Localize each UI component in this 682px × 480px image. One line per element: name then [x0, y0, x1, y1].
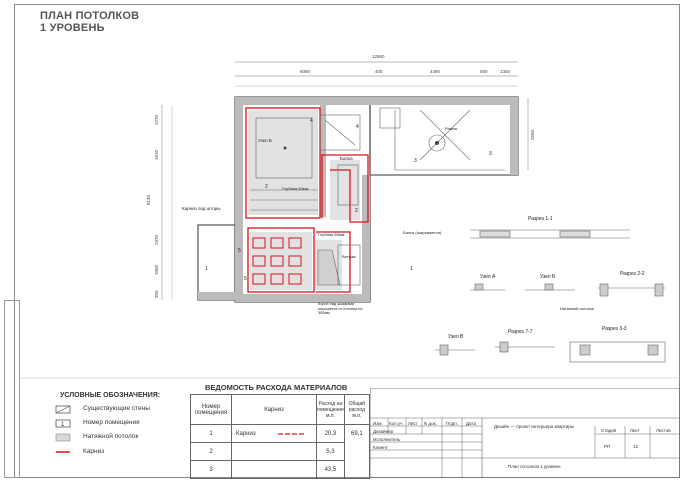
ved-header-rashod: Расход на помещение м.п. — [316, 394, 345, 425]
stamp-sheets-label: Листов — [656, 428, 671, 433]
legend-room-no-symbol: 1 — [61, 422, 65, 428]
uzel-v-title: Узел В — [448, 334, 464, 340]
legend-title: УСЛОВНЫЕ ОБОЗНАЧЕНИЯ: — [60, 392, 161, 399]
dim-1350: 1350 — [500, 69, 511, 74]
stamp-stage-value: РП — [604, 444, 611, 449]
ved-row2-name — [231, 442, 317, 461]
ved-header-karniz: Карниз — [231, 394, 317, 425]
dim-overall: 12860 — [372, 54, 385, 59]
label-depth2: Глубина 60мм — [318, 232, 345, 237]
legend-karniz-label: Карниз — [83, 448, 105, 455]
ved-row3-no: 3 — [190, 460, 232, 479]
mark-4a: 4 — [310, 118, 313, 124]
section-2-2-title: Разрез 2-2 — [620, 271, 645, 277]
uzel-b-title: Узел Б — [540, 274, 556, 280]
mark-3a: 3 — [489, 151, 492, 157]
sheet-title-line2: 1 УРОВЕНЬ — [40, 22, 105, 34]
stamp-sheet-label: Лист — [630, 428, 640, 433]
legend-symbols: 1 — [55, 405, 71, 453]
stamp-sheet-value: 12 — [633, 444, 639, 449]
stamp-col-list: Лист — [408, 421, 418, 426]
dim-6080: 6080 — [300, 69, 311, 74]
label-karniz-shtory: Карниз под шторы — [182, 206, 221, 211]
ved-karniz-swatch — [278, 433, 304, 435]
ved-row1-rashod: 20,3 — [316, 424, 345, 443]
dim-4480: 4480 — [430, 69, 441, 74]
stamp-stage-label: Стадия — [601, 428, 617, 433]
ved-row2-no: 2 — [190, 442, 232, 461]
legend-room-no-swatch — [55, 419, 71, 428]
ved-header-room: Номер помещения — [190, 394, 232, 425]
ved-row1-no: 1 — [190, 424, 232, 443]
ved-header-total: Общий расход м.п. — [343, 394, 370, 425]
ved-row1-name: Карниз — [236, 430, 256, 437]
stamp-col-podp: Подп. — [446, 421, 458, 426]
vedomost-title: ВЕДОМОСТЬ РАСХОДА МАТЕРИАЛОВ — [205, 383, 348, 392]
stamp-col-data: Дата — [466, 421, 476, 426]
label-balka-closed: Балка (закрывается) — [403, 230, 442, 235]
legend-room-no-label: Номер помещения — [83, 419, 140, 426]
uzel-a-title: Узел А — [480, 274, 496, 280]
vedomost-table: Номер помещения Карниз Расход на помещен… — [190, 394, 370, 479]
inner-details — [250, 107, 505, 286]
dim-1270: 1270 — [154, 114, 159, 125]
dim-550: 550 — [480, 69, 488, 74]
wall-hatch — [198, 97, 518, 302]
dim-1970: 1970 — [154, 234, 159, 245]
dim-1810: 1810 — [154, 149, 159, 160]
mark-1a: 1 — [205, 266, 208, 272]
section-drawings — [435, 229, 666, 363]
ved-row2-rashod: 5,3 — [316, 442, 345, 461]
legend-walls-label: Существующие стены — [83, 405, 150, 412]
coffers — [252, 237, 302, 285]
section-3-3-title: Разрез 3-3 — [602, 326, 627, 332]
karniz-lines — [245, 107, 369, 293]
label-balka: Балка — [340, 156, 353, 161]
label-vitrazh: Витраж — [342, 254, 356, 259]
stamp-sheet-name: План потолков 1 уровень — [508, 464, 561, 469]
label-depth1: Глубина 60мм — [282, 186, 309, 191]
table-row: 3 43,5 — [190, 460, 370, 479]
dim-1050: 1050 — [154, 264, 159, 275]
ceiling-plan-drawing: 12860 6080 400 4480 550 1350 1270 1810 8… — [20, 54, 680, 379]
light-points — [283, 141, 439, 150]
mark-4b: 4 — [356, 124, 359, 130]
sheet-title: ПЛАН ПОТОЛКОВ 1 УРОВЕНЬ — [40, 10, 139, 34]
section-1-1-title: Разрез 1-1 — [528, 216, 553, 222]
mark-5b: 5 — [244, 276, 247, 282]
section-2-2-note: Натяжной потолок — [560, 306, 594, 311]
mark-1b: 1 — [410, 266, 413, 272]
stamp-role-designer: Дизайнер — [373, 429, 394, 434]
mark-2b: 2 — [355, 208, 358, 214]
label-rampa: Рампа — [445, 126, 458, 131]
dim-400: 400 — [375, 69, 383, 74]
stamp-col-ndok: N док. — [424, 421, 437, 426]
ved-row3-rashod: 43,5 — [316, 460, 345, 479]
wall-loggia — [197, 224, 236, 301]
legend-wall-swatch — [55, 405, 71, 414]
stamp-role-executor: Исполнитель — [373, 437, 401, 442]
dim-8140: 8140 — [146, 194, 151, 205]
title-block — [370, 388, 680, 478]
mark-3b: 3 — [414, 158, 417, 164]
dim-350: 350 — [154, 290, 159, 298]
sheet-title-line1: ПЛАН ПОТОЛКОВ — [40, 10, 140, 22]
label-uzel-b: Узел Б — [258, 138, 272, 143]
legend-stretch-label: Натяжной потолок — [83, 433, 139, 440]
left-binding-strip — [4, 300, 20, 478]
mark-2a: 2 — [265, 184, 268, 190]
stamp-project: Дизайн — проект интерьера квартиры — [494, 424, 575, 429]
ved-total: 69,1 — [343, 424, 370, 479]
ved-row3-name — [231, 460, 317, 479]
legend-stretch-swatch — [55, 433, 71, 442]
section-7-7-title: Разрез 7-7 — [508, 329, 533, 335]
label-korob: Короб над шкафами опускается от потолка … — [318, 302, 362, 315]
dim-2650: 2650 — [530, 129, 535, 140]
stamp-role-client: Клиент — [373, 445, 388, 450]
stamp-col-koluch: Кол.уч — [389, 421, 403, 426]
table-row: 1 Карниз 20,3 69,1 — [190, 424, 370, 479]
stamp-col-izm: Изм. — [373, 421, 383, 426]
mark-5a: 5 — [238, 248, 241, 254]
table-row: 2 5,3 — [190, 442, 370, 461]
